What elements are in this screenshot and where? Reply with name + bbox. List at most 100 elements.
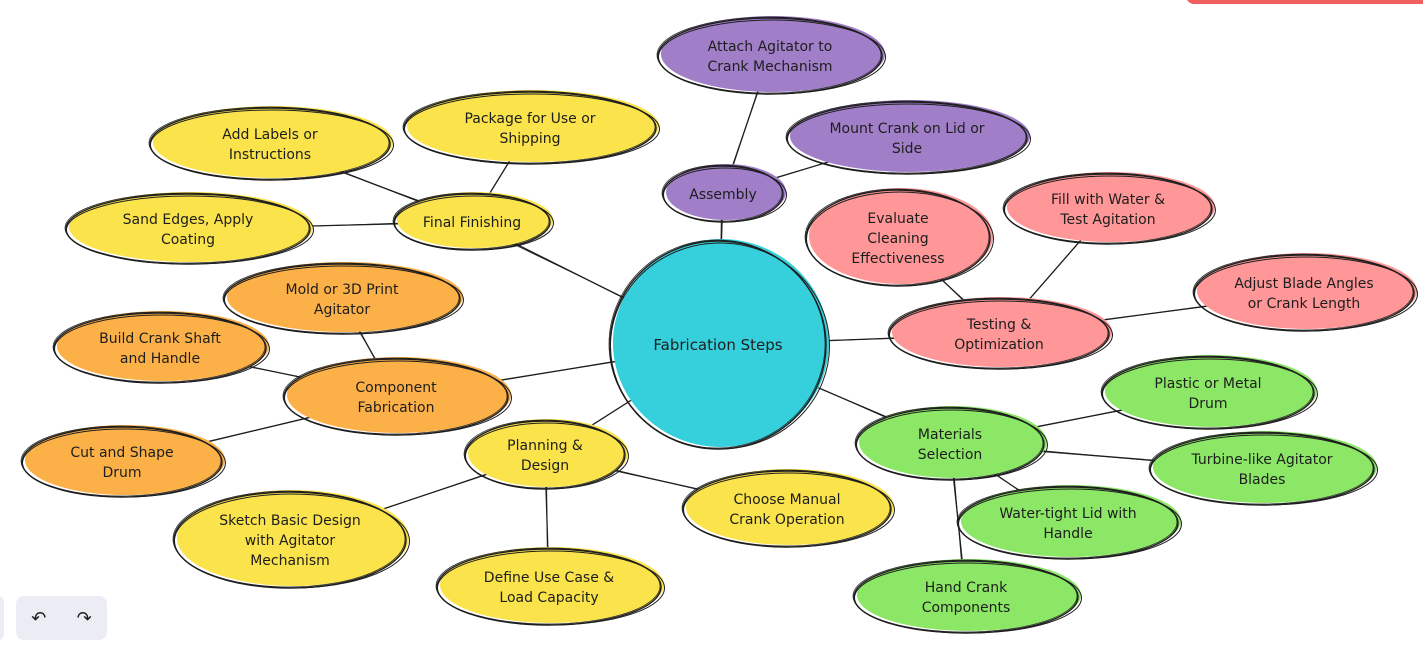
node-label: Final Finishing bbox=[423, 215, 521, 231]
node-fill bbox=[153, 106, 393, 178]
node-outline bbox=[52, 311, 266, 383]
node-fill bbox=[1105, 355, 1317, 427]
node-outline bbox=[22, 428, 226, 498]
node-outline bbox=[958, 488, 1182, 560]
node-outline bbox=[435, 547, 661, 625]
redo-button[interactable]: ↷ bbox=[66, 600, 102, 636]
node-fill bbox=[407, 90, 659, 162]
node-outline bbox=[20, 425, 222, 497]
node-outline bbox=[889, 300, 1113, 370]
node-outline bbox=[66, 195, 314, 265]
node-outline bbox=[804, 188, 990, 286]
top-accent-bar bbox=[1186, 0, 1423, 4]
node-outline bbox=[172, 490, 406, 588]
node-outline bbox=[150, 109, 394, 181]
undo-redo-toolbar: ↶ ↷ bbox=[16, 596, 107, 640]
node-outline bbox=[610, 242, 830, 450]
node-outline bbox=[806, 191, 994, 287]
node-fill bbox=[1197, 253, 1417, 329]
mind-map-nodes: Fabrication Steps Assembly Attach Agitator… bbox=[20, 16, 1418, 634]
node-label: Planning &Design bbox=[507, 438, 583, 474]
toolbar-edge bbox=[0, 596, 4, 640]
node-outline bbox=[661, 164, 783, 222]
node-fill-water[interactable]: Fill with Water &Test Agitation bbox=[1002, 172, 1216, 245]
node-outline bbox=[404, 93, 660, 165]
node-outline bbox=[1192, 253, 1414, 331]
node-fill bbox=[613, 239, 829, 447]
node-fill bbox=[790, 100, 1030, 172]
node-outline bbox=[463, 419, 625, 489]
node-outline bbox=[284, 360, 512, 436]
node-label: Testing &Optimization bbox=[954, 317, 1044, 353]
node-fill bbox=[1153, 431, 1377, 503]
node-define-use[interactable]: Define Use Case &Load Capacity bbox=[435, 547, 665, 626]
node-testing[interactable]: Testing &Optimization bbox=[887, 297, 1113, 370]
node-fill bbox=[892, 297, 1112, 367]
node-fill bbox=[227, 262, 463, 332]
node-outline bbox=[854, 406, 1044, 480]
node-outline bbox=[1148, 431, 1374, 505]
node-outline bbox=[1100, 355, 1314, 429]
node-planning[interactable]: Planning &Design bbox=[463, 419, 629, 490]
node-outline bbox=[437, 550, 665, 626]
node-final-finishing[interactable]: Final Finishing bbox=[392, 192, 554, 251]
node-outline bbox=[785, 100, 1027, 174]
node-fill bbox=[961, 485, 1181, 557]
node-outline bbox=[1194, 256, 1418, 332]
node-center[interactable]: Fabrication Steps bbox=[608, 239, 830, 450]
node-label: Fill with Water &Test Agitation bbox=[1051, 192, 1165, 228]
node-fill bbox=[468, 419, 628, 487]
node-outline bbox=[852, 559, 1078, 633]
node-assembly[interactable]: Assembly bbox=[661, 164, 787, 223]
node-fill bbox=[57, 311, 269, 381]
node-fill bbox=[686, 469, 894, 545]
node-outline bbox=[856, 409, 1048, 481]
node-outline bbox=[465, 422, 629, 490]
node-outline bbox=[282, 357, 508, 435]
redo-icon: ↷ bbox=[76, 607, 92, 629]
node-fill bbox=[440, 547, 664, 623]
node-outline bbox=[1102, 358, 1318, 430]
node-fill bbox=[661, 16, 885, 92]
node-fill bbox=[397, 192, 553, 248]
undo-button[interactable]: ↶ bbox=[21, 600, 57, 636]
node-outline bbox=[1002, 172, 1212, 244]
node-outline bbox=[402, 90, 656, 164]
node-outline bbox=[681, 469, 891, 547]
node-fill bbox=[809, 188, 993, 284]
node-outline bbox=[148, 106, 390, 180]
undo-icon: ↶ bbox=[31, 607, 47, 629]
node-fill bbox=[69, 192, 313, 262]
node-outline bbox=[1150, 434, 1378, 506]
